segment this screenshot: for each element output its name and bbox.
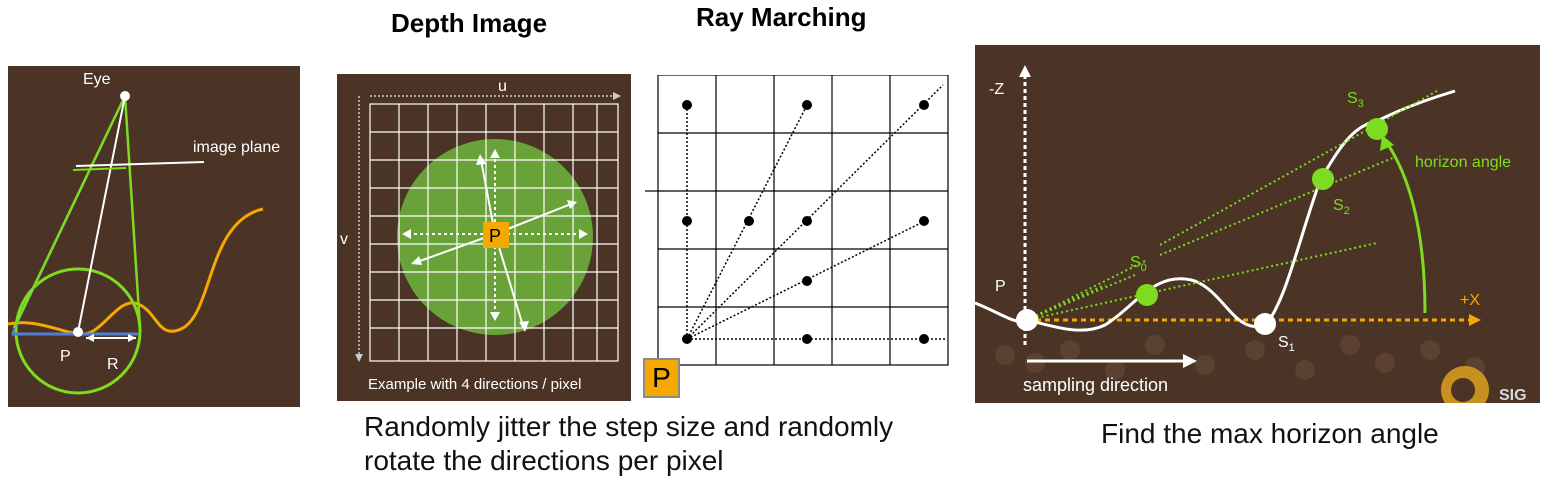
eye-diagram: Eye image plane P R [8,71,280,395]
caption-left: Randomly jitter the step size and random… [364,410,964,478]
horizon-lines [1026,90,1438,321]
s0-point [1136,284,1158,306]
ray-grid [645,74,949,366]
eye-diagram-panel: Eye image plane P R [8,66,300,407]
v-label: v [340,231,348,248]
depth-footer: Example with 4 directions / pixel [368,376,581,393]
sample-circle [14,267,142,395]
s3-point [1366,118,1388,140]
ray-marching-diagram [645,74,949,366]
depth-image-diagram: u v P Example with 4 directions / pixel [340,78,621,393]
p-label: P [995,278,1006,295]
z-label: -Z [989,81,1004,98]
eye-point [120,91,130,101]
p-label: P [60,348,71,365]
eye-label: Eye [83,71,111,88]
view-line-right [123,95,142,329]
p-pixel [483,222,509,248]
sampling-label: sampling direction [1023,375,1168,395]
p-point [1016,309,1038,331]
caption-right: Find the max horizon angle [1101,418,1439,449]
s1-label: S1 [1278,334,1295,354]
p-pixel-label: P [489,226,501,246]
ray-marching-panel [645,74,955,375]
horizon-arc [1385,142,1427,314]
image-plane-label: image plane [193,139,280,156]
ray-p-tag: P [643,358,680,398]
p-point [73,327,83,337]
s0-label: S0 [1130,254,1147,274]
image-plane-line [75,161,205,167]
x-label: +X [1460,292,1480,309]
s2-point [1312,168,1334,190]
ray-lines [686,84,945,340]
horizon-diagram: -Z +X horizon angle P S0 S1 S2 S3 [975,65,1527,403]
ray-samples [682,100,929,344]
image-plane-green [72,167,127,171]
title-ray-marching: Ray Marching [696,2,867,32]
s2-label: S2 [1333,197,1350,217]
view-line-left [12,95,127,329]
horizon-label: horizon angle [1415,154,1511,171]
background-dots [995,335,1485,380]
r-label: R [107,356,119,373]
depth-image-panel: u v P Example with 4 directions / pixel [337,74,631,401]
title-depth-image: Depth Image [391,8,548,38]
s3-label: S3 [1347,90,1364,110]
s1-point [1254,313,1276,335]
horizon-panel: -Z +X horizon angle P S0 S1 S2 S3 [975,45,1540,403]
caption-left-line1: Randomly jitter the step size and random… [364,411,894,442]
view-ray-p [77,95,126,333]
caption-left-line2: rotate the directions per pixel [364,445,724,476]
u-label: u [498,78,507,95]
logo-text: SIG [1499,387,1527,403]
